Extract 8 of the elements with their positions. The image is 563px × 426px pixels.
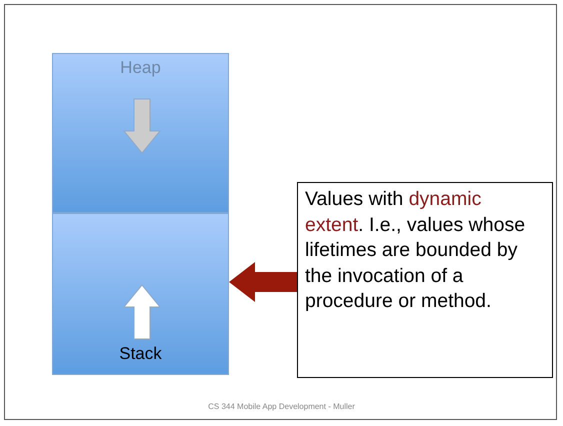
description-text: Values with dynamic extent. I.e., values whose lifetimes are bounded by the invocation of a procedure or method. [305,187,526,314]
region-label: Stack [118,344,163,364]
region-label: Heap [119,58,162,78]
footer-text: CS 344 Mobile App Development - Muller [207,402,356,411]
text-box [297,182,553,378]
arrow [229,262,297,302]
memory-region [52,213,229,375]
memory-region [52,53,229,213]
